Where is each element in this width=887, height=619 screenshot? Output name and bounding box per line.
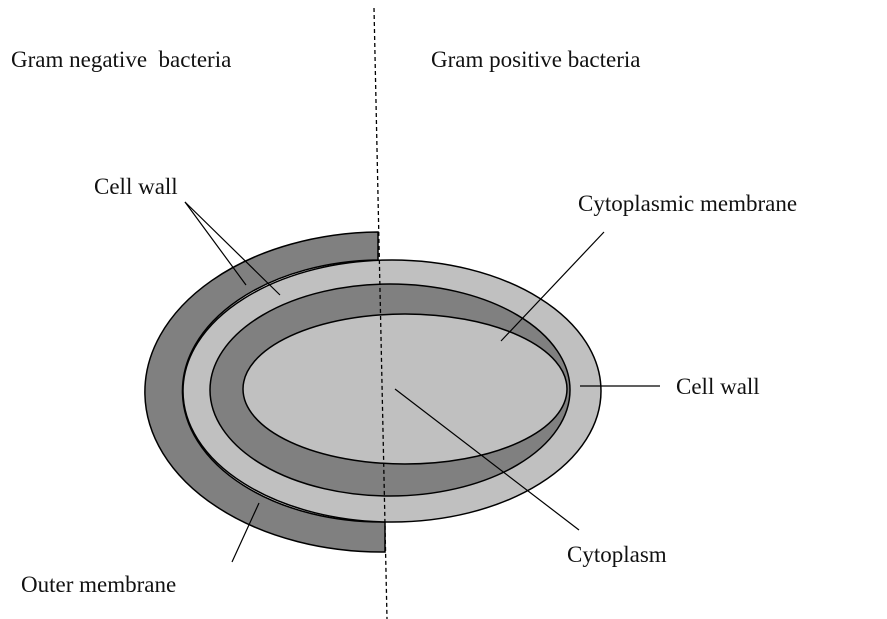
label-gram-positive: Gram positive bacteria	[431, 47, 640, 72]
label-cytoplasm: Cytoplasm	[567, 542, 667, 567]
pointer-cell-wall-left-1	[185, 202, 246, 285]
label-outer-membrane: Outer membrane	[21, 572, 176, 597]
label-gram-negative: Gram negative bacteria	[11, 47, 231, 72]
cytoplasm-region	[243, 314, 567, 464]
label-cytoplasmic-membrane: Cytoplasmic membrane	[578, 191, 797, 216]
label-cell-wall-right: Cell wall	[676, 374, 760, 399]
label-cell-wall-left: Cell wall	[94, 174, 178, 199]
